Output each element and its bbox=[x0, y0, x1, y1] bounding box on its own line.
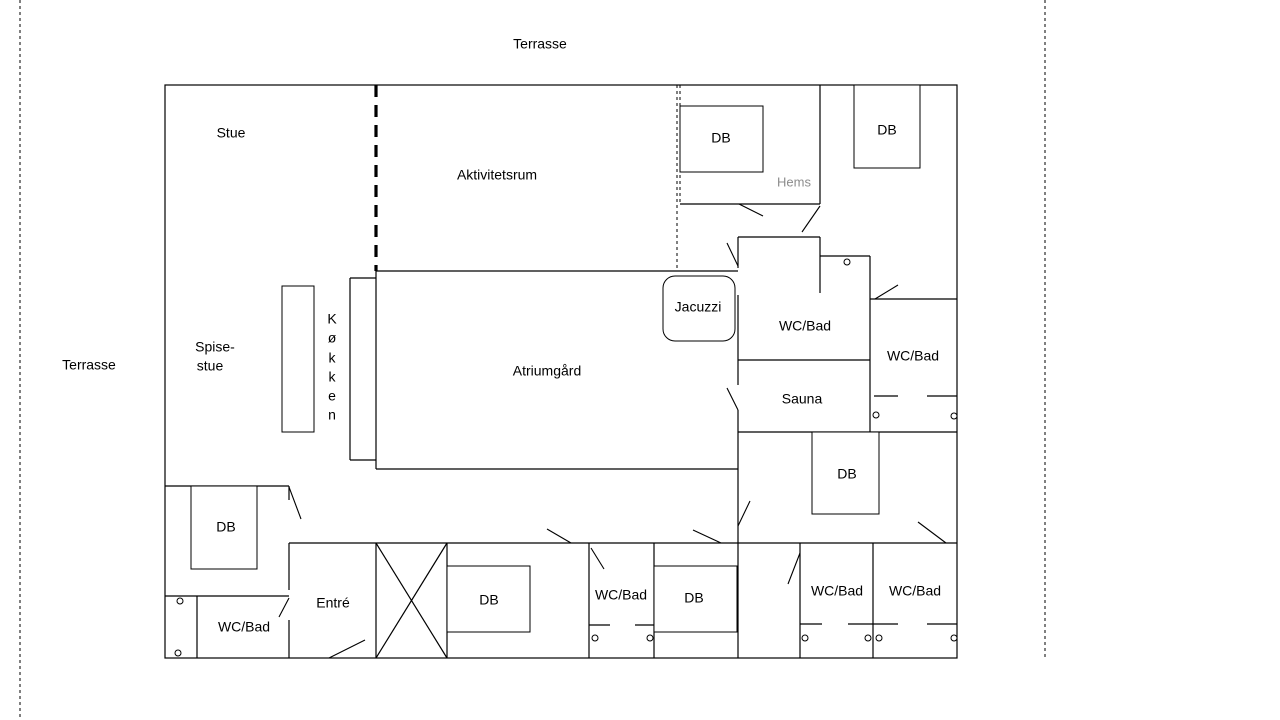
walls bbox=[164, 84, 958, 659]
jacuzzi-label: Jacuzzi bbox=[675, 299, 722, 315]
kitchen-letter-3: k bbox=[329, 350, 337, 366]
kitchen-letter-1: K bbox=[327, 311, 337, 327]
bedroom-label: DB bbox=[837, 466, 856, 482]
kitchen-letter-2: ø bbox=[328, 330, 337, 346]
living-room-label: Stue bbox=[217, 125, 246, 141]
dining-room-label-line1: Spise- bbox=[195, 339, 235, 355]
bedroom-label: DB bbox=[684, 590, 703, 606]
terrace-top-label: Terrasse bbox=[513, 36, 567, 52]
entrance-label: Entré bbox=[316, 595, 350, 611]
bathroom-label: WC/Bad bbox=[889, 583, 941, 599]
bedroom-label: DB bbox=[877, 122, 896, 138]
activity-room-label: Aktivitetsrum bbox=[457, 167, 537, 183]
dining-room-label-line2: stue bbox=[197, 358, 224, 374]
door-swings bbox=[278, 203, 947, 659]
shower-screens bbox=[174, 258, 958, 657]
kitchen-letter-6: n bbox=[328, 407, 336, 423]
bathroom-label: WC/Bad bbox=[887, 348, 939, 364]
bedroom-label: DB bbox=[479, 592, 498, 608]
sauna-label: Sauna bbox=[782, 391, 823, 407]
bedroom-label: DB bbox=[216, 519, 235, 535]
open-partitions bbox=[374, 85, 681, 271]
bathroom-label: WC/Bad bbox=[218, 619, 270, 635]
kitchen-island bbox=[281, 285, 315, 433]
atrium-label: Atriumgård bbox=[513, 363, 581, 379]
jacuzzi-tub bbox=[662, 275, 736, 342]
bathroom-label: WC/Bad bbox=[779, 318, 831, 334]
bed-markers bbox=[190, 84, 921, 633]
bedroom-label: DB bbox=[711, 130, 730, 146]
loft-label: Hems bbox=[777, 174, 811, 189]
terrace-left-label: Terrasse bbox=[62, 357, 116, 373]
kitchen-letter-4: k bbox=[329, 369, 337, 385]
room-labels: Terrasse Terrasse Stue Spise- stue K ø k… bbox=[62, 36, 941, 635]
kitchen-letter-5: e bbox=[328, 388, 336, 404]
bathroom-label: WC/Bad bbox=[595, 587, 647, 603]
bathroom-label: WC/Bad bbox=[811, 583, 863, 599]
site-boundary bbox=[19, 0, 1046, 720]
